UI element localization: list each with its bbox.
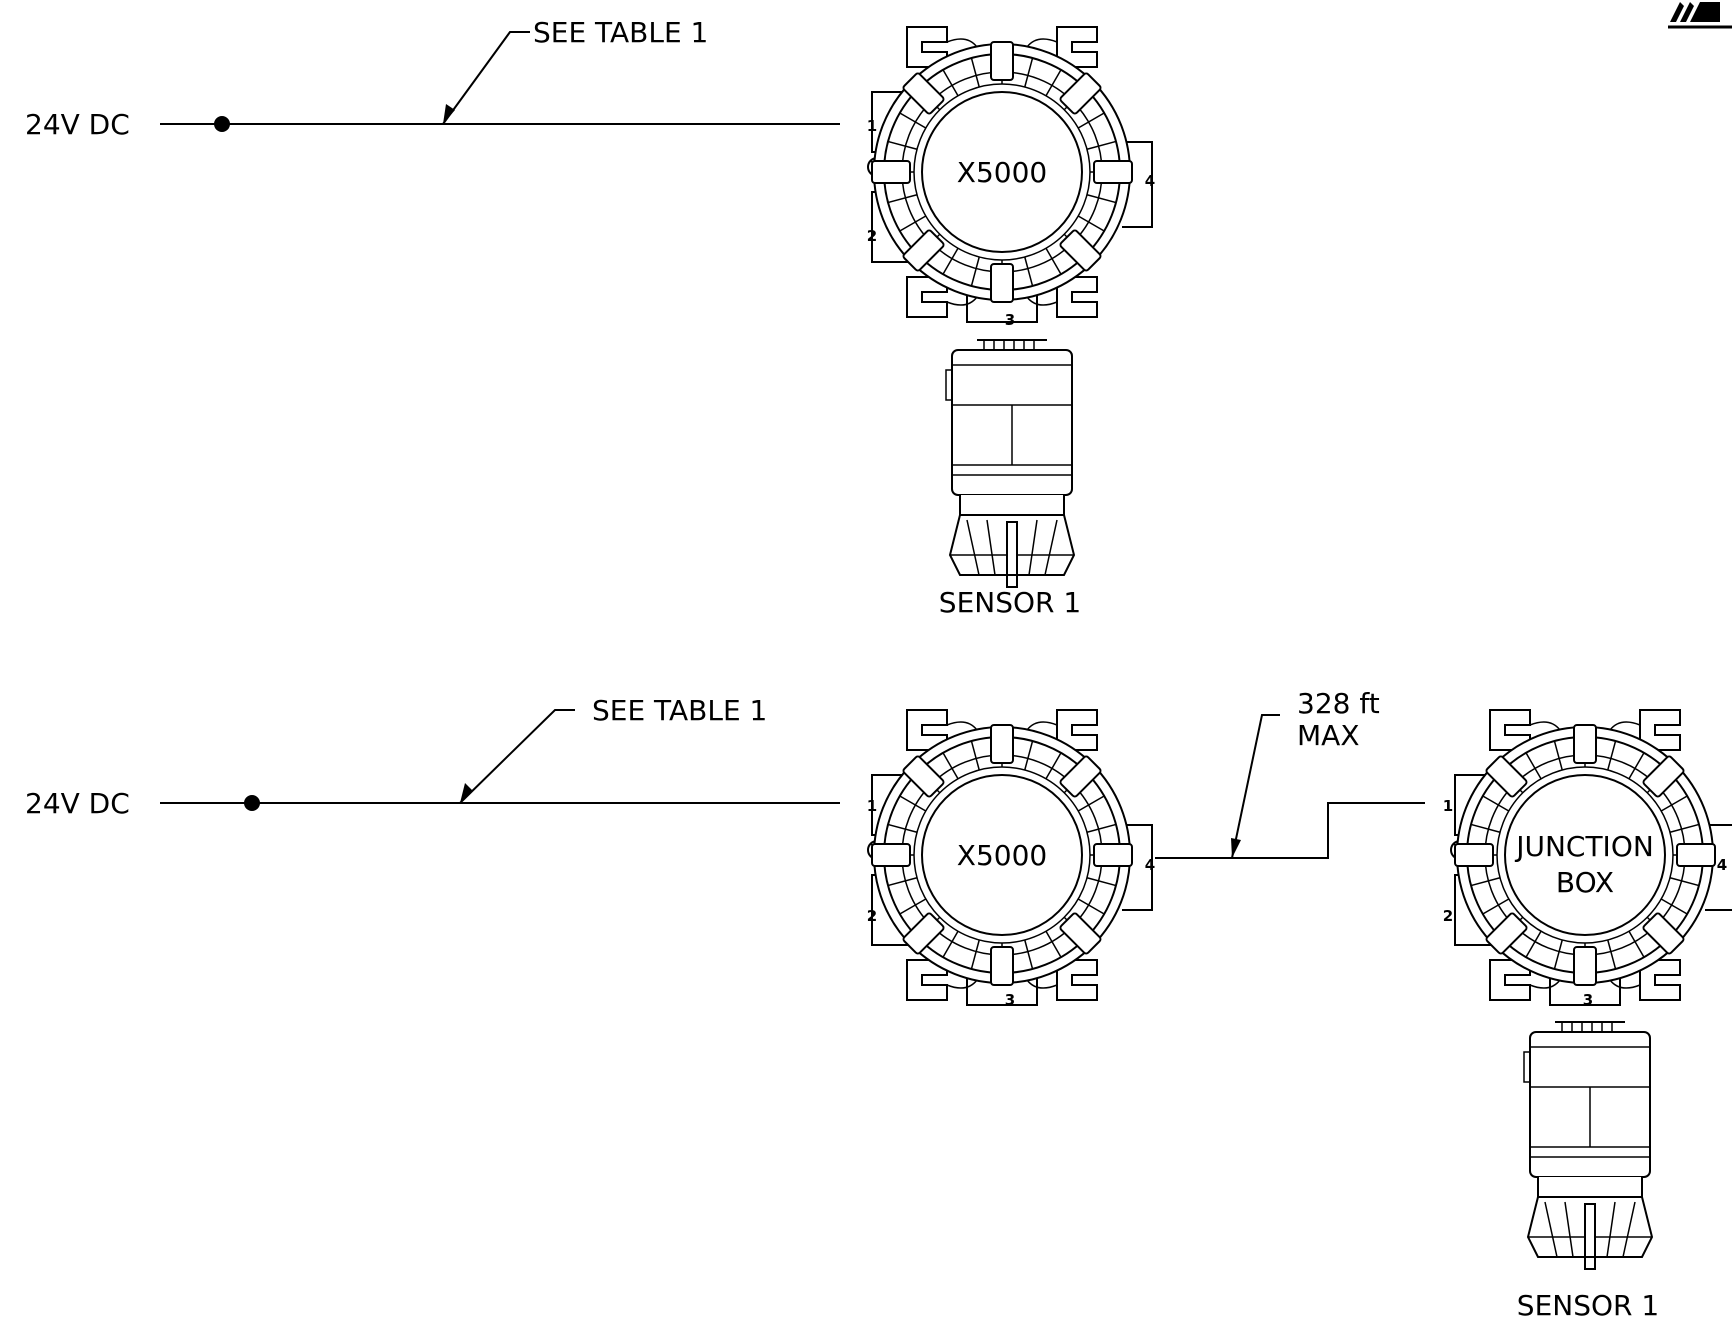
top-supply-label: 24V DC: [25, 108, 130, 141]
jb-port-2: 2: [1443, 907, 1453, 925]
bottom-cable-note: SEE TABLE 1: [592, 694, 767, 727]
bottom-port-3: 3: [1005, 991, 1015, 1009]
bottom-port-2: 2: [867, 907, 877, 925]
bottom-device-label: X5000: [957, 839, 1047, 872]
top-port-2: 2: [867, 227, 877, 245]
bottom-port-1: 1: [867, 797, 877, 815]
junction-label-line2: BOX: [1556, 866, 1614, 899]
link-note-line2: MAX: [1297, 719, 1360, 752]
top-cable-note: SEE TABLE 1: [533, 16, 708, 49]
top-sensor: [945, 339, 1075, 588]
jb-port-4: 4: [1717, 856, 1727, 874]
link-note-line1: 328 ft: [1297, 687, 1380, 720]
top-port-3: 3: [1005, 311, 1015, 329]
top-port-4: 4: [1145, 172, 1155, 190]
jb-port-1: 1: [1443, 797, 1453, 815]
junction-box-enclosure: JUNCTION BOX 1 2 3 4: [1443, 709, 1732, 1009]
junction-label-line1: JUNCTION: [1514, 830, 1654, 863]
top-device-label: X5000: [957, 156, 1047, 189]
bottom-diagram: 24V DC SEE TABLE 1 X5000 1 2 3 4 328 ft …: [25, 687, 1732, 1322]
top-diagram: 24V DC SEE TABLE 1 X5000 1 2 3 4 SENSOR …: [25, 16, 1155, 619]
bottom-x5000-enclosure: X5000 1 2 3 4: [867, 709, 1155, 1009]
top-x5000-enclosure: X5000 1 2 3 4: [867, 26, 1155, 329]
bottom-supply-label: 24V DC: [25, 787, 130, 820]
bottom-port-4: 4: [1145, 856, 1155, 874]
top-port-1: 1: [867, 117, 877, 135]
top-sensor-label: SENSOR 1: [939, 586, 1081, 619]
jb-port-3: 3: [1583, 991, 1593, 1009]
logo-fragment-icon: [1668, 2, 1732, 29]
junction-link-cable: [1155, 802, 1425, 859]
bottom-sensor: [1523, 1021, 1653, 1270]
bottom-sensor-label: SENSOR 1: [1517, 1289, 1659, 1322]
